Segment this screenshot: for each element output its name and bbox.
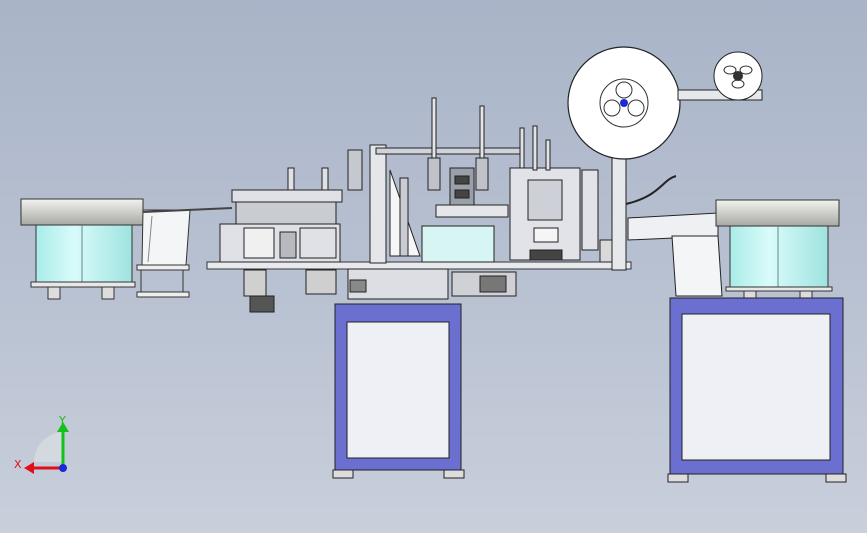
- y-axis-label: Y: [58, 414, 66, 427]
- under-table-parts: [347, 268, 517, 300]
- assembly-mechanisms-left: [219, 149, 363, 313]
- right-feed-rail: [625, 175, 723, 297]
- main-machine-plate[interactable]: [206, 261, 632, 270]
- left-feed-chute: [136, 209, 191, 298]
- right-feeder-lid: [715, 199, 840, 227]
- left-feeder-body: [35, 224, 133, 284]
- coordinate-triad: Y X: [14, 414, 69, 474]
- left-support-stand[interactable]: [332, 303, 465, 479]
- right-support-stand[interactable]: [667, 297, 847, 483]
- y-arrow-head-icon: [57, 422, 69, 432]
- left-feeder-lid: [20, 198, 144, 226]
- central-gantry: [369, 97, 522, 264]
- assembly-mechanisms-right: [509, 125, 627, 263]
- left-feeder-bowl[interactable]: [20, 198, 144, 300]
- right-feeder-body: [729, 225, 829, 289]
- right-feeder-bowl[interactable]: [715, 199, 840, 300]
- x-axis-label: X: [14, 458, 22, 471]
- x-arrow-head-icon: [24, 462, 34, 474]
- tape-reel-assembly[interactable]: [567, 46, 763, 271]
- z-axis-dot-icon: [59, 464, 67, 472]
